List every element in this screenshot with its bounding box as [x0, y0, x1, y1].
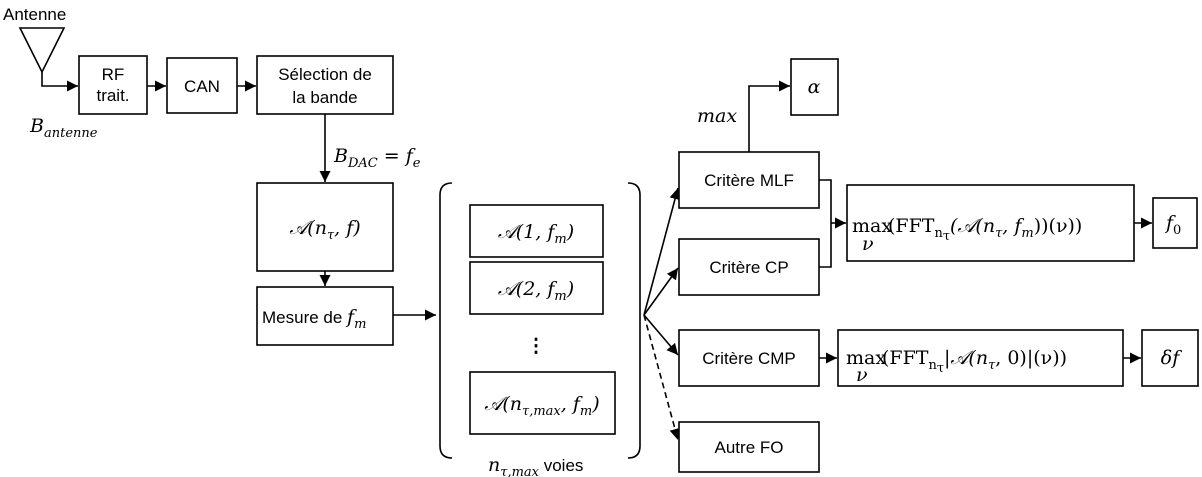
voies-label: nτ,max voies	[488, 454, 583, 477]
b-antenna-label: Bantenne	[29, 115, 98, 141]
f0-label: f0	[1164, 212, 1181, 238]
autre-fo-block	[678, 421, 820, 473]
channel-1-label: 𝒜(1, fm)	[498, 221, 574, 247]
mlf-label: Critère MLF	[704, 171, 794, 190]
left-bracket	[439, 182, 453, 459]
band-selection-block	[256, 55, 394, 115]
cmp-criterion-block	[678, 329, 820, 387]
channel-2-box	[469, 261, 604, 315]
sel-label-2: la bande	[292, 88, 357, 107]
fft2-body: (FFTnτ|𝒜(nτ, 0)|(ν))	[882, 347, 1067, 376]
fft1-body: (FFTnτ(𝒜(nτ, fm))(ν))	[888, 215, 1082, 244]
arrow-to-mlf	[643, 187, 681, 316]
max-label: max	[697, 105, 737, 127]
antenna-icon	[18, 27, 66, 74]
alpha-label: α	[808, 76, 821, 98]
ambiguity-function-label: 𝒜(nτ, f)	[289, 217, 360, 243]
alpha-output-box	[790, 58, 839, 116]
cp-criterion-block	[678, 238, 820, 296]
fm-measure-label: Mesure de fm	[262, 306, 366, 332]
channel-n-box	[469, 371, 616, 435]
rf-label-2: trait.	[96, 86, 129, 105]
channel-1-box	[469, 204, 604, 258]
fft-cmp-block	[837, 329, 1124, 387]
autre-fo-label: Autre FO	[715, 438, 784, 457]
arrow-to-autre	[643, 314, 681, 441]
channel-n-label: 𝒜(nτ,max, fm)	[484, 393, 599, 419]
f0-output-box	[1152, 197, 1198, 249]
fft2-max: max	[846, 347, 886, 369]
fft-max-block	[846, 184, 1135, 262]
sel-label-1: Sélection de	[278, 65, 372, 84]
deltaf-label: δf	[1161, 347, 1182, 369]
right-bracket	[627, 182, 641, 459]
deltaf-output-box	[1141, 329, 1199, 387]
rf-label-1: RF	[102, 65, 125, 84]
cmp-label: Critère CMP	[702, 349, 796, 368]
antenna-to-rf-arrow	[41, 72, 78, 92]
antenna-label: Antenne	[3, 5, 66, 24]
channel-2-label: 𝒜(2, fm)	[498, 278, 574, 304]
fft1-nu: ν	[862, 233, 874, 255]
channel-ellipsis: ⋮	[527, 335, 546, 357]
rf-block	[78, 55, 148, 115]
mlf-to-alpha-arrow	[748, 80, 790, 152]
fft1-max: max	[852, 215, 892, 237]
cp-label: Critère CP	[709, 258, 788, 277]
can-label: CAN	[184, 77, 220, 96]
bdac-label: BDAC = fe	[333, 145, 421, 171]
arrow-to-cp	[643, 267, 679, 316]
arrow-to-cmp	[643, 314, 679, 356]
fft2-nu: ν	[856, 364, 868, 386]
mlf-cp-merge-line	[819, 179, 832, 268]
mlf-criterion-block	[678, 151, 820, 209]
fm-measure-block	[256, 286, 394, 346]
can-block	[166, 57, 238, 114]
